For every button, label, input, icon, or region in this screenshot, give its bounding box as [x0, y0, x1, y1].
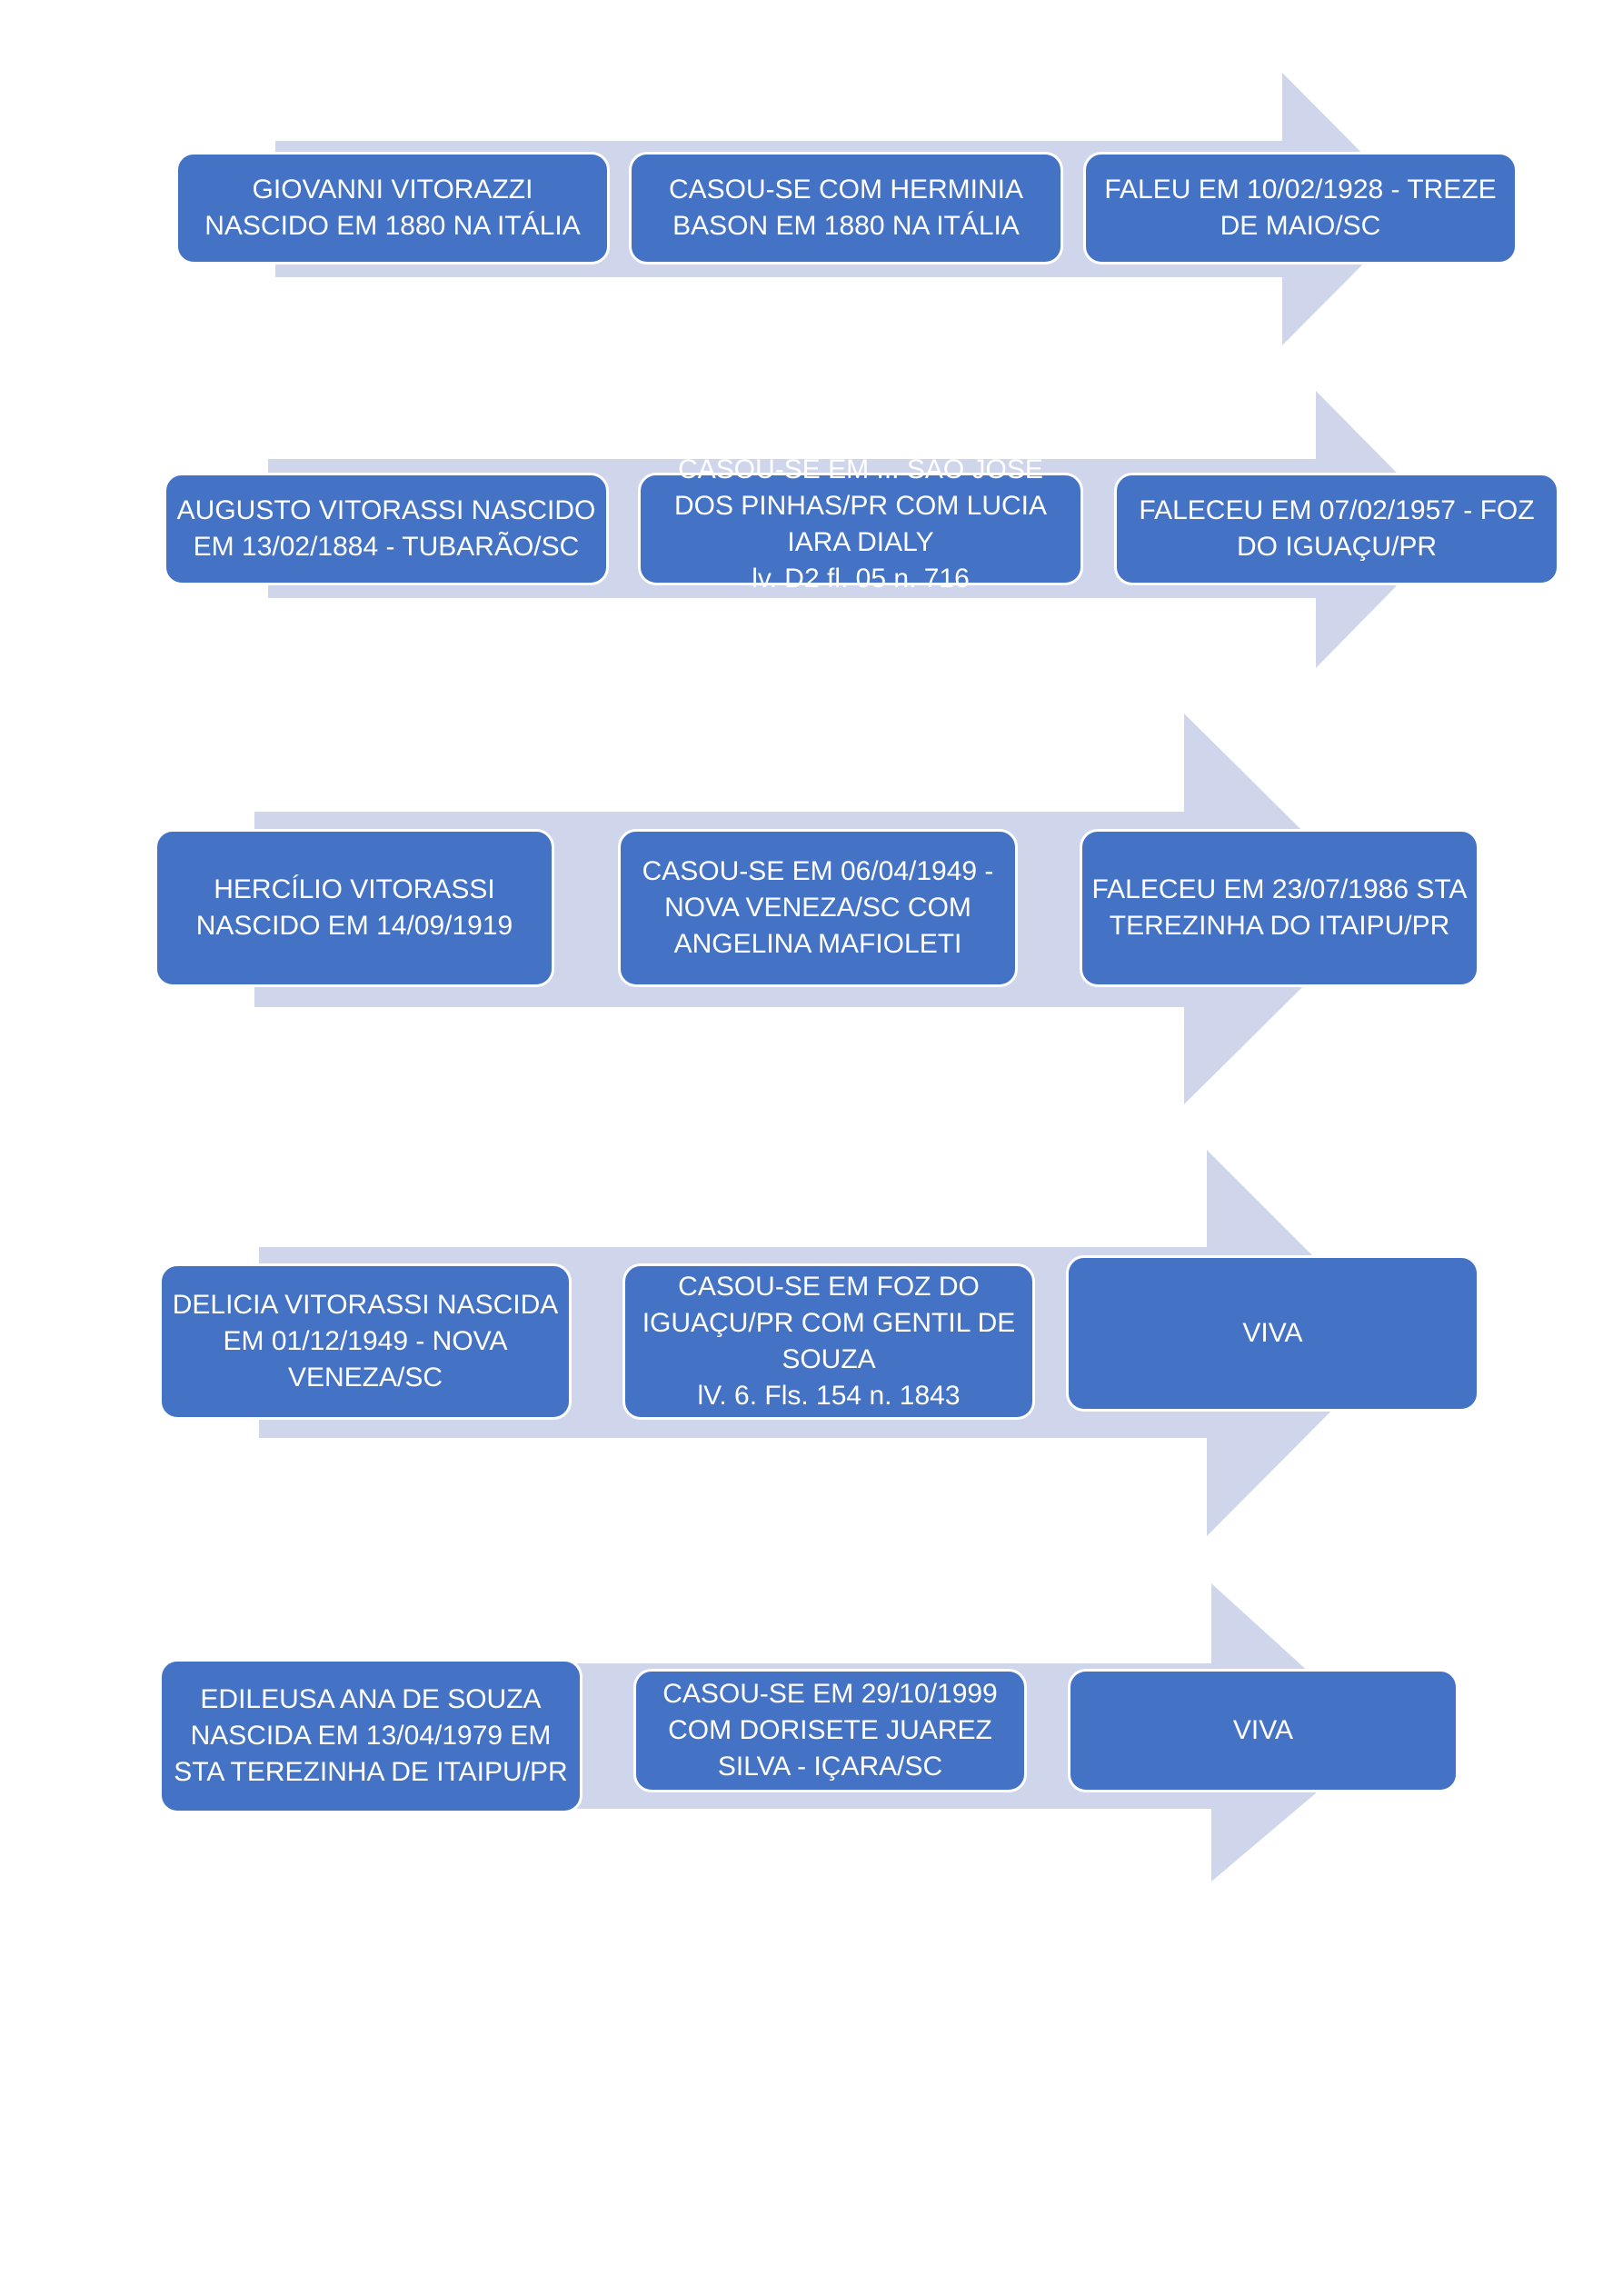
- row-5-marriage-text: CASOU-SE EM 29/10/1999 COM DORISETE JUAR…: [662, 1679, 998, 1782]
- row-2-marriage-box: CASOU-SE EM ... SÃO JOSÉ DOS PINHAS/PR C…: [638, 454, 1083, 594]
- row-2-birth-box: AUGUSTO VITORASSI NASCIDO EM 13/02/1884 …: [164, 473, 609, 585]
- row-1-death-text: FALEU EM 10/02/1928 - TREZE DE MAIO/SC: [1104, 175, 1497, 241]
- row-2-death-box: FALECEU EM 07/02/1957 - FOZ DO IGUAÇU/PR: [1114, 473, 1559, 585]
- row-3-death-box: FALECEU EM 23/07/1986 STA TEREZINHA DO I…: [1080, 829, 1479, 987]
- row-5-marriage-box: CASOU-SE EM 29/10/1999 COM DORISETE JUAR…: [633, 1669, 1027, 1792]
- row-2-death-text: FALECEU EM 07/02/1957 - FOZ DO IGUAÇU/PR: [1139, 495, 1535, 562]
- row-1-birth-box: GIOVANNI VITORAZZI NASCIDO EM 1880 NA IT…: [175, 152, 610, 265]
- row-3-marriage-text: CASOU-SE EM 06/04/1949 - NOVA VENEZA/SC …: [642, 856, 994, 959]
- row-1-marriage-box: CASOU-SE COM HERMINIA BASON EM 1880 NA I…: [629, 152, 1063, 265]
- row-3-birth-text: HERCÍLIO VITORASSI NASCIDO EM 14/09/1919: [195, 874, 513, 941]
- row-4-birth-box: DELICIA VITORASSI NASCIDA EM 01/12/1949 …: [159, 1263, 572, 1420]
- row-5-death-text: VIVA: [1232, 1715, 1294, 1745]
- row-1-birth-text: GIOVANNI VITORAZZI NASCIDO EM 1880 NA IT…: [204, 175, 581, 241]
- row-4-birth-text: DELICIA VITORASSI NASCIDA EM 01/12/1949 …: [172, 1290, 559, 1393]
- row-1-death-box: FALEU EM 10/02/1928 - TREZE DE MAIO/SC: [1083, 152, 1518, 265]
- row-5-birth-text: EDILEUSA ANA DE SOUZA NASCIDA EM 13/04/1…: [174, 1684, 568, 1787]
- row-5-birth-box: EDILEUSA ANA DE SOUZA NASCIDA EM 13/04/1…: [159, 1659, 582, 1813]
- row-3-marriage-box: CASOU-SE EM 06/04/1949 - NOVA VENEZA/SC …: [618, 829, 1018, 987]
- row-4-death-box: VIVA: [1066, 1255, 1479, 1412]
- row-4-death-text: VIVA: [1242, 1318, 1303, 1348]
- row-1-marriage-text: CASOU-SE COM HERMINIA BASON EM 1880 NA I…: [668, 175, 1024, 241]
- row-3-death-text: FALECEU EM 23/07/1986 STA TEREZINHA DO I…: [1091, 874, 1468, 941]
- row-2-marriage-text: CASOU-SE EM ... SÃO JOSÉ DOS PINHAS/PR C…: [673, 454, 1048, 594]
- row-2-birth-text: AUGUSTO VITORASSI NASCIDO EM 13/02/1884 …: [176, 495, 596, 562]
- row-3-birth-box: HERCÍLIO VITORASSI NASCIDO EM 14/09/1919: [154, 829, 554, 987]
- row-4-marriage-text: CASOU-SE EM FOZ DO IGUAÇU/PR COM GENTIL …: [642, 1272, 1016, 1411]
- row-5-death-box: VIVA: [1068, 1669, 1459, 1792]
- row-4-marriage-box: CASOU-SE EM FOZ DO IGUAÇU/PR COM GENTIL …: [622, 1263, 1035, 1420]
